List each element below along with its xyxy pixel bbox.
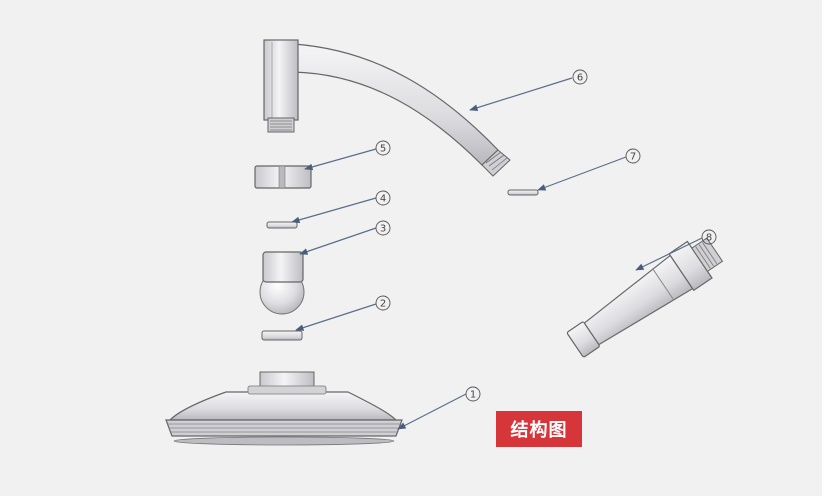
callout-8: 8 — [701, 229, 717, 245]
callout-6-number: 6 — [577, 73, 583, 84]
leader-line-2 — [295, 303, 377, 331]
structure-diagram-badge: 结构图 — [496, 411, 582, 447]
callout-1: 1 — [465, 386, 481, 402]
leader-line-1 — [397, 393, 467, 430]
leader-lines — [291, 77, 703, 430]
callout-5-number: 5 — [380, 144, 386, 155]
gasket-part — [261, 330, 303, 341]
leader-line-4 — [291, 197, 377, 224]
callout-4-number: 4 — [380, 194, 386, 205]
leader-line-3 — [299, 227, 377, 255]
shower-arm-part — [263, 39, 511, 177]
callout-4: 4 — [375, 190, 391, 206]
leader-line-5 — [304, 148, 377, 171]
shower-head-part — [165, 371, 403, 446]
adapter-part — [566, 237, 724, 358]
callout-2: 2 — [375, 295, 391, 311]
callout-8-number: 8 — [706, 233, 712, 244]
callout-6: 6 — [572, 69, 588, 85]
ball-joint-part — [259, 251, 305, 315]
leader-line-8 — [635, 237, 703, 271]
washer-part — [266, 221, 298, 229]
callout-3: 3 — [375, 220, 391, 236]
nut-part — [254, 165, 312, 189]
seal-part — [507, 189, 539, 196]
callout-7: 7 — [625, 148, 641, 164]
callout-3-number: 3 — [380, 224, 386, 235]
callout-1-number: 1 — [470, 390, 476, 401]
callout-2-number: 2 — [380, 299, 386, 310]
leader-line-7 — [537, 156, 627, 191]
leader-line-6 — [469, 77, 573, 111]
callout-5: 5 — [375, 140, 391, 156]
callout-7-number: 7 — [630, 152, 636, 163]
